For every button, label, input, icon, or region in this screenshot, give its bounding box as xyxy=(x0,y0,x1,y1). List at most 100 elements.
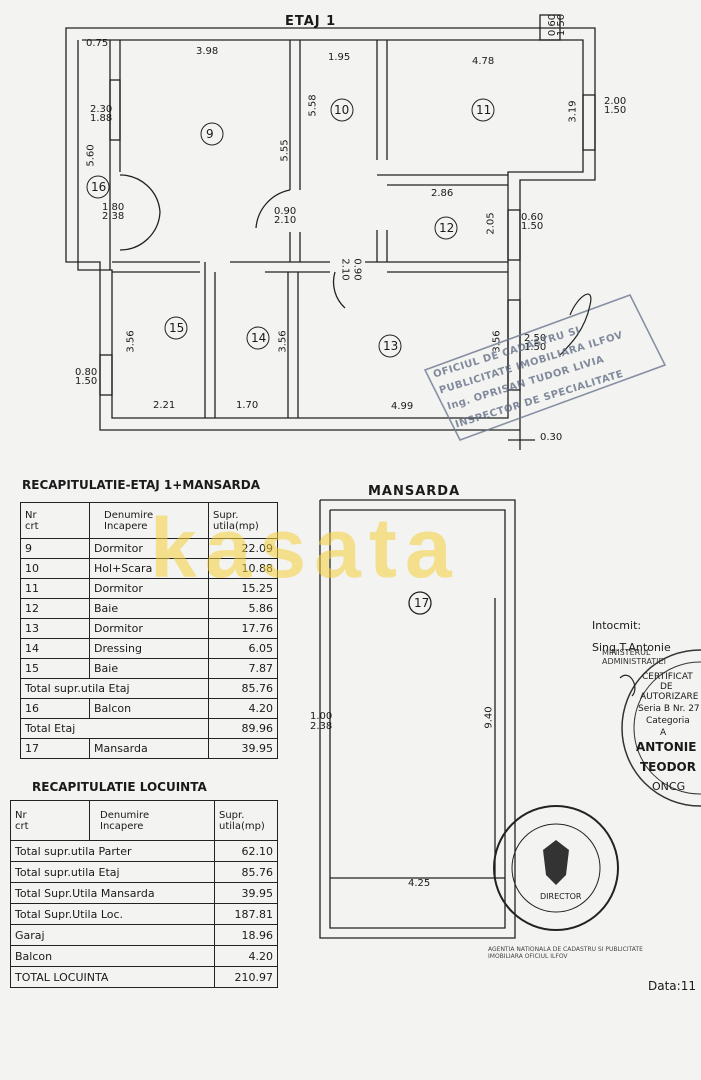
cell-name: Total supr.utila Etaj xyxy=(10,861,215,883)
cell-name: Balcon xyxy=(10,945,215,967)
balcon-nr: 16 xyxy=(20,698,90,719)
watermark-kasata: kasata xyxy=(150,501,460,595)
dim-label: 2.38 xyxy=(102,211,125,222)
dim-label: 1.50 xyxy=(604,105,627,116)
round-stamp-ring: AGENTIA NATIONALA DE CADASTRU SI PUBLICI… xyxy=(488,946,643,960)
table-row: Total supr.utila Etaj 85.76 xyxy=(10,861,278,883)
dim-label: 1.70 xyxy=(236,400,259,411)
cell-nr: 13 xyxy=(20,618,90,639)
stamp-cadastru-frame xyxy=(423,293,667,441)
dim-label: 1.50 xyxy=(524,342,547,353)
cell-value: 15.25 xyxy=(208,578,278,599)
mansarda-value: 39.95 xyxy=(208,738,278,759)
cell-name: Dormitor xyxy=(89,618,209,639)
table-row: 15 Baie 7.87 xyxy=(20,658,278,679)
total-utila-label: Total supr.utila Etaj xyxy=(20,678,209,699)
total-etaj-row: Total Etaj 89.96 xyxy=(20,718,278,739)
room-17-label: 17 xyxy=(414,596,430,610)
cell-value: 39.95 xyxy=(214,882,278,904)
room-11-label: 11 xyxy=(476,103,492,117)
dim-label: 3.98 xyxy=(196,46,219,57)
dim-label: 5.60 xyxy=(85,144,97,167)
dim-label: 2.05 xyxy=(485,212,497,235)
table-row: 10 Hol+Scara 10.88 xyxy=(20,558,278,579)
mansarda-label: Mansarda xyxy=(89,738,209,759)
recap-etaj-title: RECAPITULATIE-ETAJ 1+MANSARDA xyxy=(22,478,261,492)
cell-nr: 14 xyxy=(20,638,90,659)
table-row: 9 Dormitor 22.09 xyxy=(20,538,278,559)
total-utila-row: Total supr.utila Etaj 85.76 xyxy=(20,678,278,699)
cell-value: 210.97 xyxy=(214,966,278,988)
cell-name: Total supr.utila Parter xyxy=(10,840,215,862)
mansarda-plan xyxy=(319,499,516,939)
dim-label: 2.50 xyxy=(524,333,547,344)
dim-label: 2.30 xyxy=(90,104,113,115)
mansarda-dim-left: 1.00 2.38 xyxy=(310,711,333,732)
cert-line: Seria B Nr. 27 xyxy=(638,704,700,714)
table-row: Garaj 18.96 xyxy=(10,924,278,946)
dim-label: 2.86 xyxy=(431,188,454,199)
intocmit-label: Intocmit: xyxy=(592,619,642,632)
round-stamp-cadastru xyxy=(493,805,619,931)
cell-value: 22.09 xyxy=(208,538,278,559)
cert-line: CERTIFICAT xyxy=(642,672,693,682)
dim-label: 1.80 xyxy=(102,202,125,213)
dim-label: 3.56 xyxy=(277,330,289,353)
table-row: Total Supr.Utila Mansarda 39.95 xyxy=(10,882,278,904)
cell-name: Dormitor xyxy=(89,578,209,599)
cell-value: 7.87 xyxy=(208,658,278,679)
cert-line: A xyxy=(660,728,667,738)
recap-locuinta-title: RECAPITULATIE LOCUINTA xyxy=(32,780,207,794)
total-utila-value: 85.76 xyxy=(208,678,278,699)
balcon-label: Balcon xyxy=(89,698,209,719)
dim-label: 0.90 xyxy=(351,258,363,281)
cell-nr: 10 xyxy=(20,558,90,579)
dim-label: 4.99 xyxy=(391,401,414,412)
cell-nr: 12 xyxy=(20,598,90,619)
header-denumire: Denumire Incapere xyxy=(89,800,215,841)
table-row: Balcon 4.20 xyxy=(10,945,278,967)
total-etaj-label: Total Etaj xyxy=(20,718,209,739)
balcon-row: 16 Balcon 4.20 xyxy=(20,698,278,719)
room-9-label: 9 xyxy=(206,127,214,141)
cell-value: 62.10 xyxy=(214,840,278,862)
table-row: 11 Dormitor 15.25 xyxy=(20,578,278,599)
plan-title: ETAJ 1 xyxy=(285,14,337,29)
dim-label: 0.60 xyxy=(521,212,544,223)
mansarda-title: MANSARDA xyxy=(368,484,461,499)
mansarda-nr: 17 xyxy=(20,738,90,759)
cell-name: Total Supr.Utila Loc. xyxy=(10,903,215,925)
round-stamp-center: DIRECTOR xyxy=(540,892,582,901)
room-16-label: 16 xyxy=(91,180,107,194)
mansarda-dim-bottom: 4.25 xyxy=(408,878,431,889)
header-nr: Nr crt xyxy=(10,800,90,841)
room-14-label: 14 xyxy=(251,331,267,345)
dim-label: 4.78 xyxy=(472,56,495,67)
dim-label: 0.30 xyxy=(540,432,563,443)
cell-value: 187.81 xyxy=(214,903,278,925)
cert-line: ONCG xyxy=(652,780,686,793)
dim-label: 1.88 xyxy=(90,113,113,124)
dim-label: 3.19 xyxy=(567,100,579,123)
cell-value: 5.86 xyxy=(208,598,278,619)
dim-label: 5.55 xyxy=(279,139,291,162)
cell-value: 6.05 xyxy=(208,638,278,659)
cell-value: 4.20 xyxy=(214,945,278,967)
mansarda-dim-height: 9.40 xyxy=(483,706,495,729)
authorization-stamp xyxy=(619,649,701,807)
cell-name: Baie xyxy=(89,598,209,619)
room-15-label: 15 xyxy=(169,321,185,335)
table-row: 12 Baie 5.86 xyxy=(20,598,278,619)
cell-name: Baie xyxy=(89,658,209,679)
recap-etaj-table: Nr crt Denumire Incapere Supr. utila(mp)… xyxy=(20,502,278,759)
cell-name: Garaj xyxy=(10,924,215,946)
cert-line: AUTORIZARE xyxy=(640,692,699,702)
room-10-label: 10 xyxy=(334,103,350,117)
cert-line: Categoria xyxy=(646,716,690,726)
table-row: 14 Dressing 6.05 xyxy=(20,638,278,659)
header-supr: Supr. utila(mp) xyxy=(208,502,278,539)
cell-value: 85.76 xyxy=(214,861,278,883)
dim-label: 0.90 xyxy=(274,206,297,217)
floor-plan-etaj1 xyxy=(65,14,596,450)
author-name: Sing.T.Antonie xyxy=(592,641,671,654)
